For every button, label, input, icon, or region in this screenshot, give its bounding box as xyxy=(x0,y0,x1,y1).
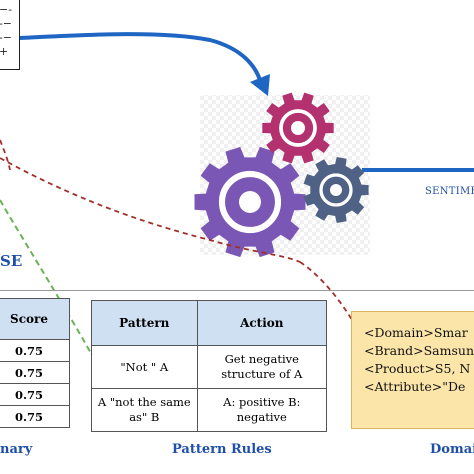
domain-line: <Product>S5, N xyxy=(364,361,471,376)
dashed-connector-pattern xyxy=(0,199,93,356)
input-text-line: -− xyxy=(0,31,12,44)
dictionary-score-cell: 0.75 xyxy=(0,405,70,428)
pattern-rules-table: Pattern Action "Not " A Get negative str… xyxy=(91,300,328,432)
pattern-header: Pattern xyxy=(91,300,198,346)
gear-large-purple-icon xyxy=(194,146,306,258)
domain-line: <Brand>Samsun xyxy=(364,343,474,358)
dictionary-caption: nary xyxy=(0,442,33,457)
gear-slate-icon xyxy=(303,157,369,223)
dictionary-score-cell: 0.75 xyxy=(0,383,70,406)
input-text-line: + xyxy=(0,45,9,58)
dictionary-score-cell: 0.75 xyxy=(0,339,70,362)
domain-line: <Attribute>"De xyxy=(364,379,466,394)
dictionary-table: Score 0.75 0.75 0.75 0.75 xyxy=(0,298,70,428)
input-to-engine-arrow xyxy=(19,32,264,89)
action-cell: A: positive B: negative xyxy=(196,388,328,432)
pattern-cell: "Not " A xyxy=(91,345,198,389)
action-header: Action xyxy=(196,300,328,346)
pattern-rules-caption: Pattern Rules xyxy=(172,442,272,457)
dashed-connector-dictionary xyxy=(0,157,301,263)
gear-magenta-icon xyxy=(262,92,334,164)
domain-line: <Domain>Smar xyxy=(364,325,468,340)
input-text-line: -− xyxy=(0,17,12,30)
domain-caption: Domai xyxy=(430,442,474,457)
domain-ontology-box: <Domain>Smar <Brand>Samsun <Product>S5, … xyxy=(351,311,474,429)
input-text-box: −- -− -− + xyxy=(0,0,20,70)
sentiment-label: SENTIME xyxy=(425,186,474,197)
dashed-connector-left xyxy=(0,139,11,171)
dictionary-score-cell: 0.75 xyxy=(0,361,70,384)
knowledge-panel-frame xyxy=(0,290,474,442)
pattern-cell: A "not the same as" B xyxy=(91,388,198,432)
input-text-line: −- xyxy=(0,3,12,16)
action-cell: Get negative structure of A xyxy=(196,345,328,389)
dictionary-header: Score xyxy=(0,298,70,340)
input-arrowhead xyxy=(250,74,270,96)
section-label-fragment: SE xyxy=(0,252,23,270)
